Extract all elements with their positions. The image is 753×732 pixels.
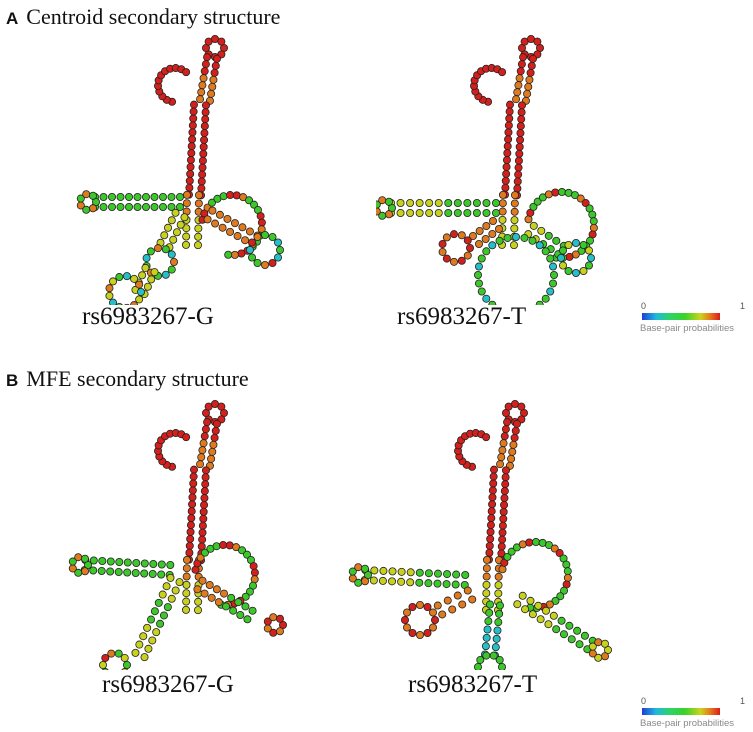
panel-b-title: B MFE secondary structure	[6, 366, 249, 392]
colorbar-b-caption: Base-pair probabilities	[640, 718, 734, 729]
colorbar-a-max: 1	[739, 301, 745, 311]
variant-label-b-t: rs6983267-T	[408, 671, 538, 698]
structure-a-t	[376, 35, 598, 305]
panel-a-title-text: Centroid secondary structure	[26, 4, 281, 29]
panel-b-title-text: MFE secondary structure	[26, 366, 249, 391]
panel-a-title: A Centroid secondary structure	[6, 4, 280, 30]
variant-label-a-t: rs6983267-T	[397, 303, 527, 330]
colorbar-b-gradient	[642, 708, 720, 715]
panel-a-letter: A	[6, 9, 19, 28]
colorbar-a-min: 0	[641, 301, 647, 311]
colorbar-b-max: 1	[739, 696, 745, 706]
colorbar-a-gradient	[642, 313, 720, 320]
structure-a-g	[76, 35, 284, 305]
panel-b-letter: B	[6, 371, 19, 390]
variant-label-b-g: rs6983267-G	[102, 671, 234, 698]
variant-label-a-g: rs6983267-G	[82, 303, 214, 330]
colorbar-b-min: 0	[641, 696, 647, 706]
colorbar-a: 0 1 Base-pair probabilities	[640, 301, 753, 334]
colorbar-a-caption: Base-pair probabilities	[640, 323, 734, 334]
colorbar-b: 0 1 Base-pair probabilities	[640, 696, 753, 729]
structure-b-g	[68, 400, 287, 670]
structure-b-t	[348, 400, 612, 670]
